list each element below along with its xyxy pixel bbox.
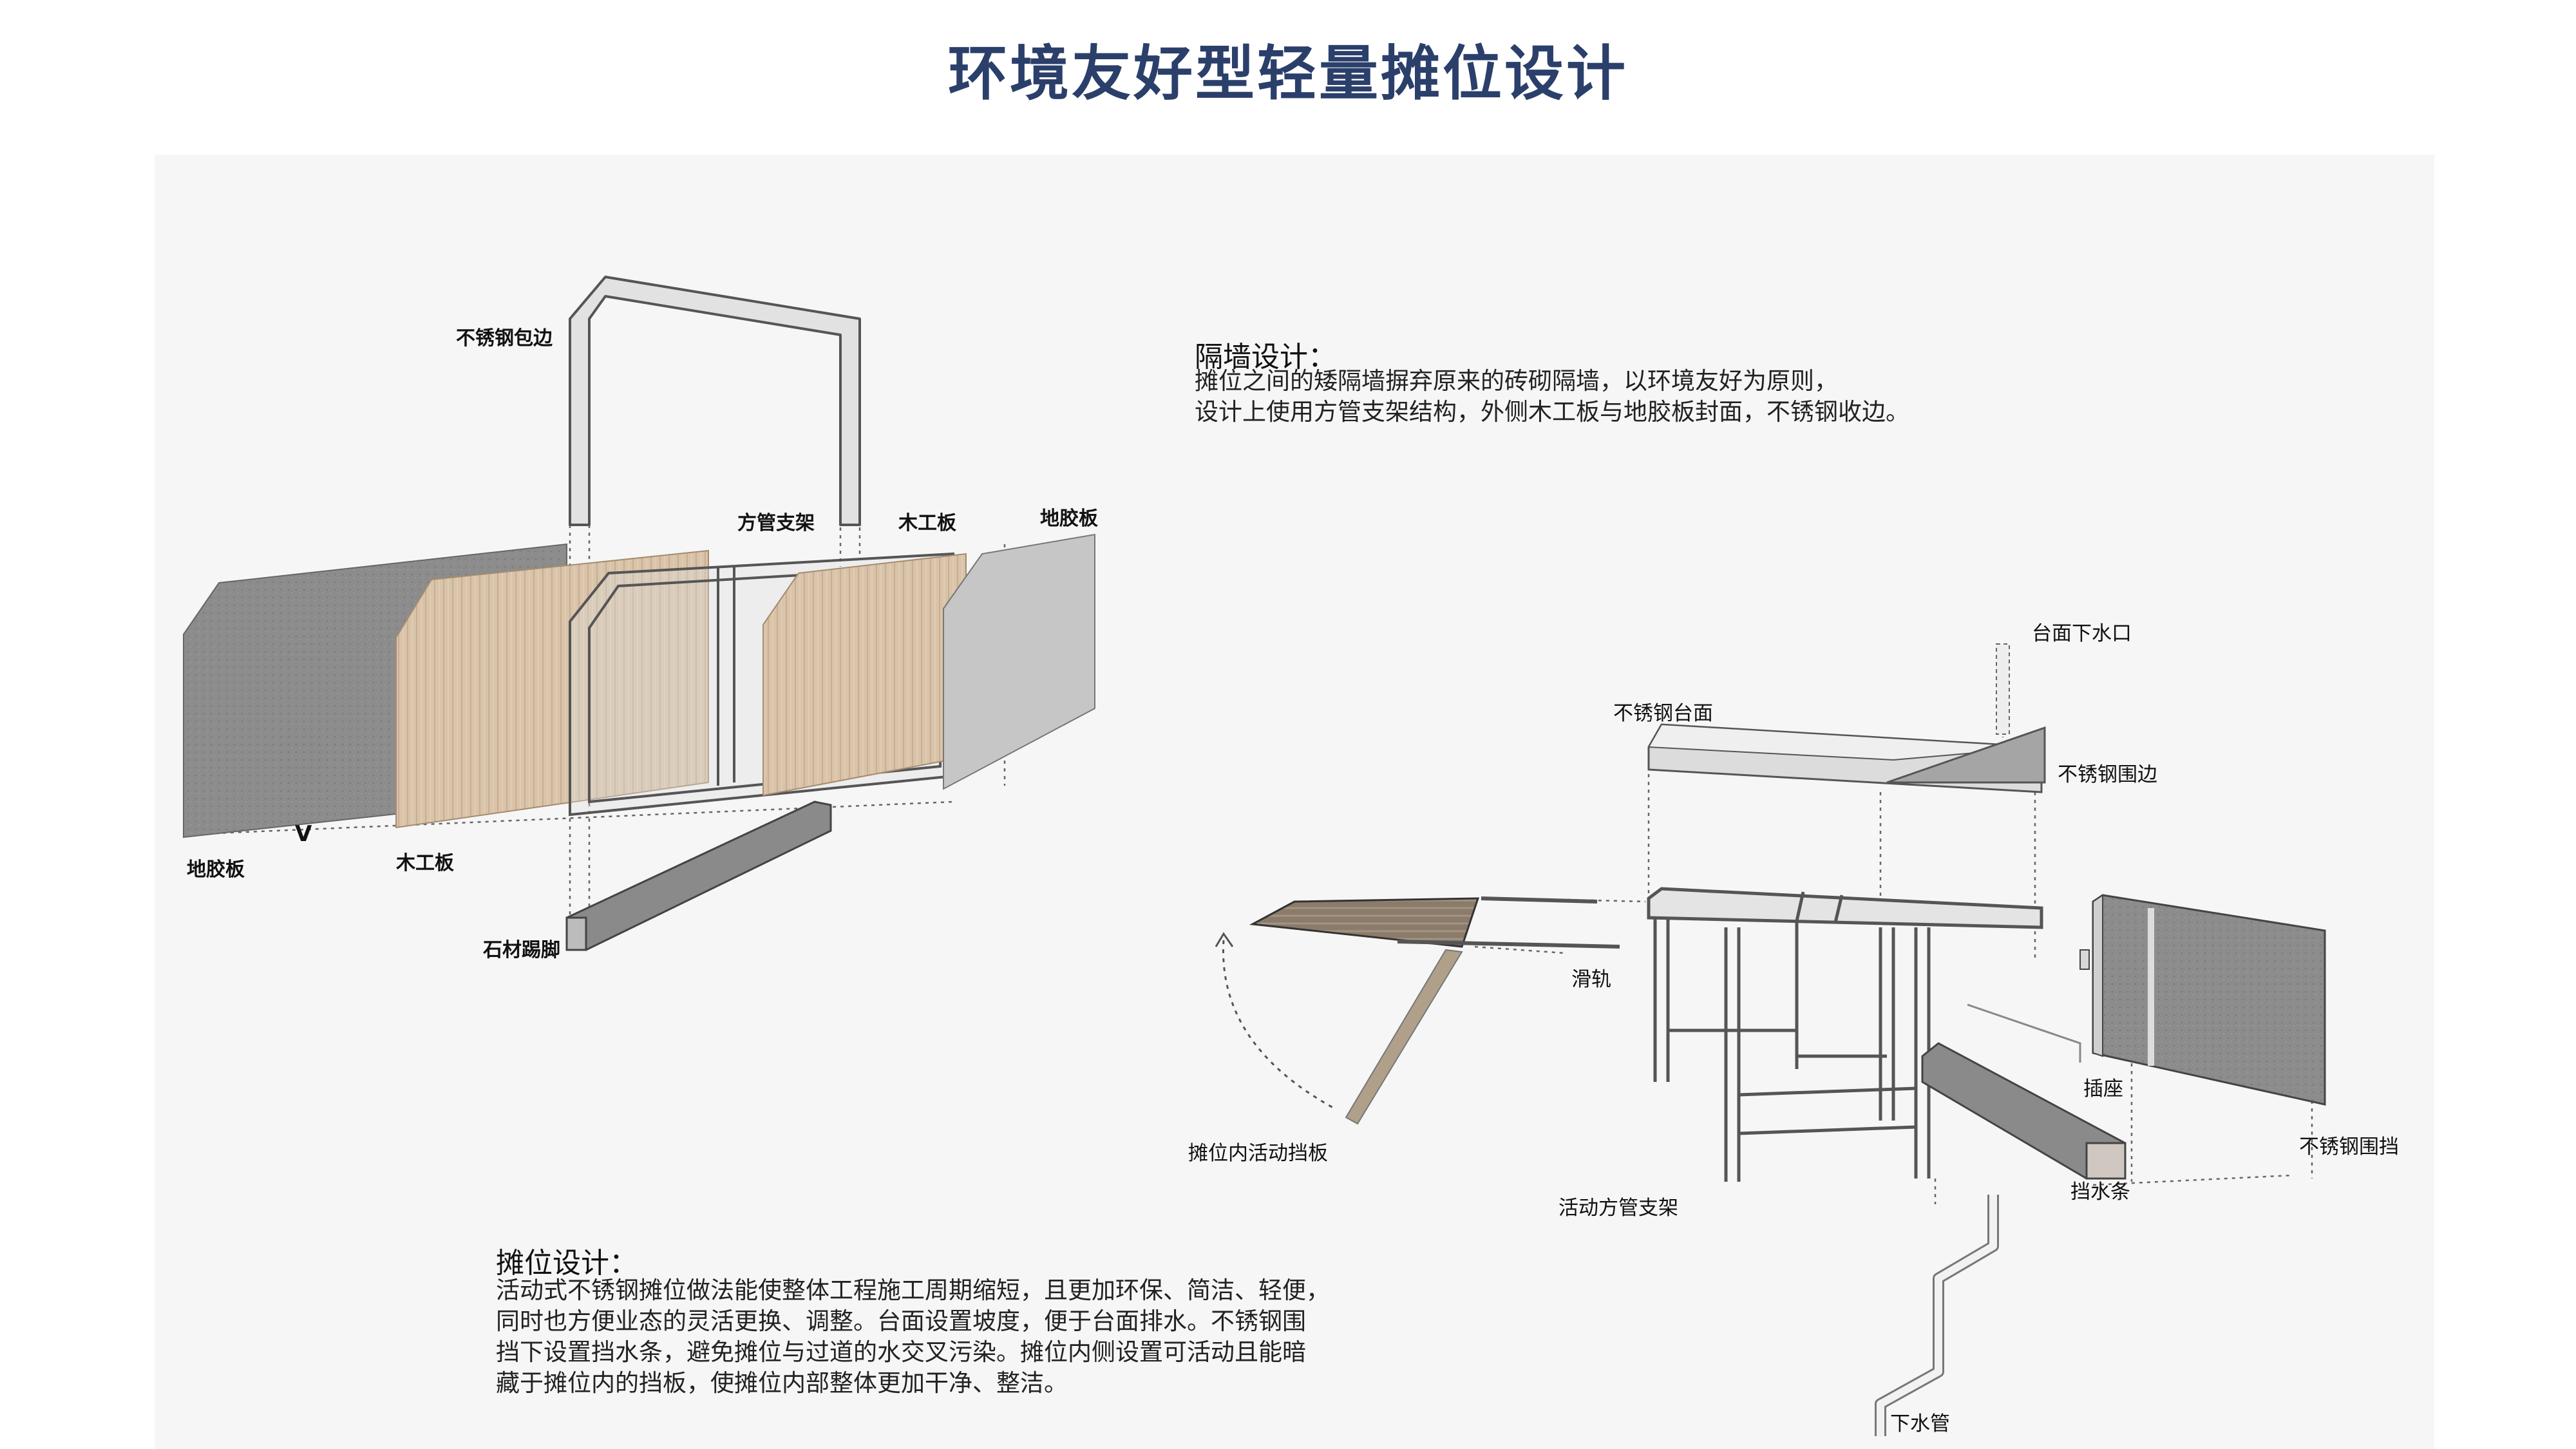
label-plywood-right: 木工板 [898,512,956,535]
label-water-bar: 挡水条 [2070,1180,2130,1204]
movable-baffle [1345,949,1463,1125]
label-slide-rail: 滑轨 [1571,968,1611,991]
label-steel-countertop: 不锈钢台面 [1613,702,1713,725]
partition-line: 设计上使用方管支架结构，外侧木工板与地胶板封面，不锈钢收边。 [1195,398,1909,426]
plywood-board-right [762,553,967,797]
stainless-trim [1886,726,2046,784]
label-stone-skirting: 石材踢脚 [483,939,560,961]
partition-heading: 隔墙设计： [1195,341,1336,374]
slide-deck [1249,897,1480,948]
drain-outlet-pipe [1996,643,2010,735]
booth-line: 藏于摊位内的挡板，使摊位内部整体更加干净、整洁。 [496,1369,1068,1397]
label-steel-trim: 不锈钢围边 [2058,763,2157,786]
label-plywood-left: 木工板 [396,852,454,875]
label-steel-edge: 不锈钢包边 [456,327,553,350]
booth-heading: 摊位设计： [496,1247,638,1280]
booth-description: 活动式不锈钢摊位做法能使整体工程施工周期缩短，且更加环保、简洁、轻便， 同时也方… [496,1275,1330,1399]
label-vinyl-left: 地胶板 [187,858,245,881]
page-title: 环境友好型轻量摊位设计 [947,39,1628,108]
label-steel-guard: 不锈钢围挡 [2299,1135,2399,1159]
booth-line: 同时也方便业态的灵活更换、调整。台面设置坡度，便于台面排水。不锈钢围 [496,1307,1306,1335]
label-v-mark: V [295,821,312,847]
partition-exploded-view [183,276,1095,951]
label-vinyl-right: 地胶板 [1040,507,1098,530]
stone-skirting [565,800,832,951]
partition-description: 摊位之间的矮隔墙摒弃原来的砖砌隔墙，以环境友好为原则， 设计上使用方管支架结构，… [1195,366,1909,428]
plywood-board-left [395,549,709,829]
label-square-tube-frame: 方管支架 [737,512,815,535]
label-drain-outlet: 台面下水口 [2032,622,2132,645]
vinyl-board-right [943,533,1095,790]
booth-line: 活动式不锈钢摊位做法能使整体工程施工周期缩短，且更加环保、简洁、轻便， [496,1276,1330,1304]
stainless-guard [2092,894,2326,1106]
steel-edge-trim [569,276,861,526]
booth-line: 挡下设置挡水条，避免摊位与过道的水交叉污染。摊位内侧设置可活动且能暗 [496,1338,1306,1366]
booth-exploded-view [1215,643,2326,1436]
label-drain-pipe: 下水管 [1890,1412,1950,1435]
label-movable-frame: 活动方管支架 [1558,1197,1678,1220]
label-socket: 插座 [2083,1077,2123,1101]
socket [2079,949,2090,970]
movable-frame [1647,887,2043,1182]
label-movable-baffle: 摊位内活动挡板 [1188,1142,1328,1165]
partition-line: 摊位之间的矮隔墙摒弃原来的砖砌隔墙，以环境友好为原则， [1195,367,1838,395]
